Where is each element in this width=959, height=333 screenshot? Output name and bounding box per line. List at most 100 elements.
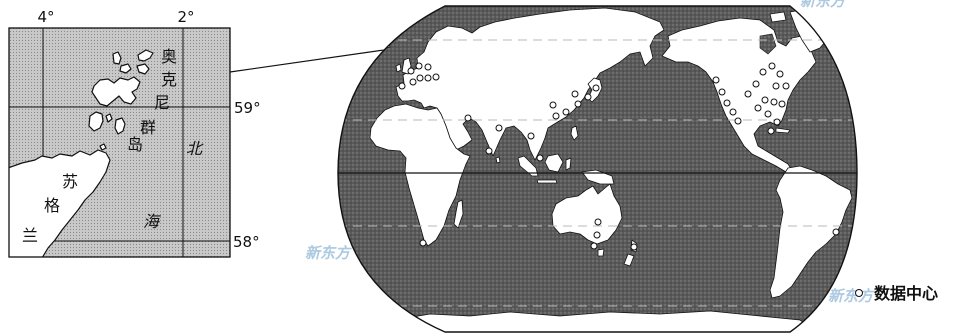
islands-label-char: 群 [140,118,156,137]
inset-map: 4° 2° 59° 58° 奥 克 尼 群 岛 苏 格 兰 北 海 [8,8,261,258]
data-center-marker [536,154,544,162]
data-center-marker [574,100,582,108]
orkney-island [114,117,126,135]
data-center-marker [562,108,570,116]
land-label-char: 兰 [22,226,38,245]
data-center-marker [759,68,767,76]
data-center-marker [495,124,503,132]
watermark-text: 新东方 [305,244,352,262]
orkney-islands-label: 奥 克 尼 群 岛 [127,47,177,154]
philippines-landmass [570,125,579,141]
south-america-landmass [769,165,853,299]
orkney-islands [88,49,154,135]
scotland-label: 苏 格 兰 [22,172,78,245]
data-center-marker [754,104,762,112]
data-center-marker [549,101,557,109]
sri-lanka-landmass [495,156,501,164]
data-center-marker [770,98,778,106]
data-center-marker [424,63,432,71]
data-center-marker [485,147,493,155]
arctic-island-landmass [769,11,787,23]
cuba-landmass [775,127,791,134]
sea-label-char: 海 [143,212,161,231]
data-center-marker [729,108,737,116]
scotland-landmass [9,149,111,257]
data-center-marker [768,62,776,70]
data-center-marker [424,74,432,82]
data-center-marker [630,243,638,251]
north-sea-label: 北 海 [143,139,204,231]
orkney-island [119,63,132,74]
orkney-island [105,113,113,123]
data-center-markers [398,62,840,251]
legend-label: 数据中心 [874,284,938,303]
borneo-landmass [544,153,564,173]
data-center-marker [778,100,786,108]
world-map-outline [337,5,858,333]
new-zealand-south-landmass [623,253,635,267]
open-circle-icon [855,289,863,297]
data-center-marker [734,117,742,125]
data-center-marker [718,88,726,96]
data-center-marker [773,118,781,126]
data-center-marker [584,93,592,101]
continents [369,7,853,332]
madagascar-landmass [453,199,464,229]
data-center-marker [398,82,406,90]
data-center-marker [419,239,427,247]
land-label-char: 格 [44,196,60,215]
longitude-label-4: 4° [37,8,54,26]
data-center-marker [527,132,535,140]
data-center-marker [416,74,424,82]
watermarks: 新东方 新东方 新东方 [305,0,875,305]
islands-label-char: 岛 [127,135,143,154]
data-center-marker [752,80,760,88]
data-center-marker [407,67,415,75]
sulawesi-landmass [565,157,572,171]
watermark-text: 新东方 [800,0,847,10]
data-center-marker [415,62,423,70]
data-center-marker [593,231,601,239]
orkney-island [136,63,150,75]
orkney-island [112,51,122,65]
data-center-marker [761,96,769,104]
antarctica-landmass [379,310,821,332]
data-center-marker [432,73,440,81]
hudson-bay [759,33,777,55]
data-center-marker [776,70,784,78]
data-center-marker [832,228,840,236]
sumatra-landmass [517,155,539,177]
data-center-marker [464,114,472,122]
world-graticule [338,39,857,307]
scotland-islet [99,143,107,151]
data-center-marker [409,78,417,86]
ireland-landmass [395,63,402,73]
data-center-marker [552,112,560,120]
latitude-label-58: 58° [233,233,260,251]
data-center-marker [744,90,752,98]
legend: 数据中心 [855,284,938,303]
inset-connector-line [229,47,399,73]
data-center-marker [782,82,790,90]
world-map [337,5,858,333]
north-america-landmass [661,17,817,173]
watermark-text: 新东方 [828,287,875,305]
java-landmass [536,179,558,184]
orkney-island [137,49,154,62]
land-label-char: 苏 [62,172,78,191]
data-center-marker [772,82,780,90]
islands-label-char: 尼 [154,93,170,112]
australia-landmass [551,183,623,245]
data-center-marker [592,84,600,92]
latitude-label-59: 59° [234,99,261,117]
data-center-marker [594,218,602,226]
africa-landmass [369,103,471,247]
data-center-marker [723,99,731,107]
orkney-mainland [91,76,141,107]
tasmania-landmass [597,248,605,257]
data-center-marker [571,90,579,98]
sea-label-char: 北 [186,139,204,158]
data-center-marker [764,110,772,118]
islands-label-char: 克 [161,70,177,89]
